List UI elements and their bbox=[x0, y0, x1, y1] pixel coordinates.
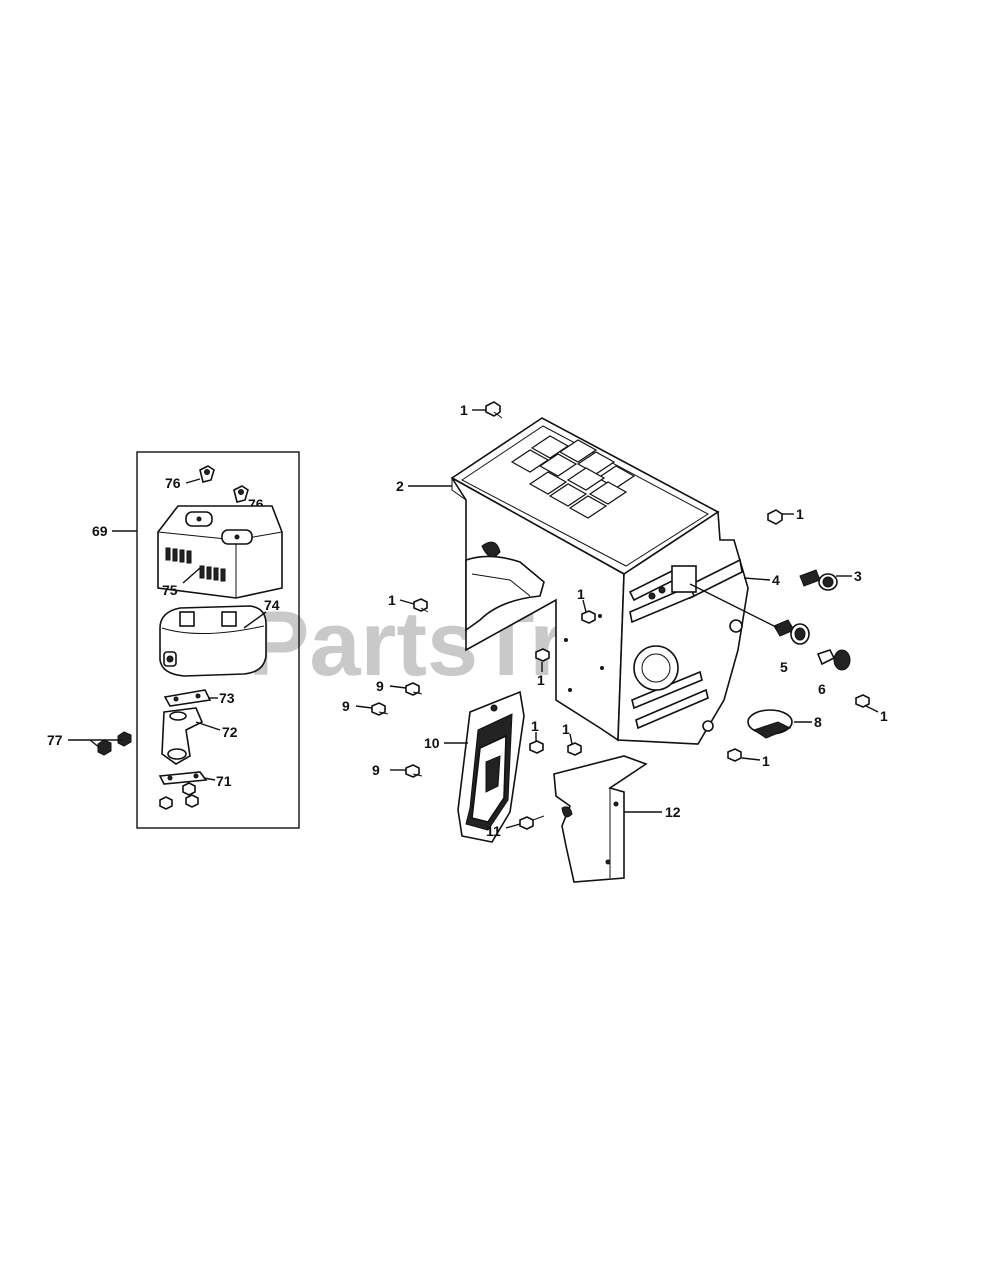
part-76-bolt-a[interactable] bbox=[199, 465, 215, 483]
inset-frame bbox=[136, 451, 300, 829]
leader-76a bbox=[185, 478, 201, 484]
callout-71[interactable]: 71 bbox=[216, 773, 232, 789]
part-1-screw-right[interactable] bbox=[767, 509, 783, 525]
leader-1-far-right bbox=[865, 705, 879, 713]
part-5-outlet[interactable] bbox=[773, 619, 810, 645]
callout-2[interactable]: 2 bbox=[396, 478, 404, 494]
part-3-switch[interactable] bbox=[799, 569, 838, 591]
part-72-exhaust-pipe[interactable] bbox=[161, 707, 204, 765]
callout-75[interactable]: 75 bbox=[162, 582, 178, 598]
part-1-screw-left[interactable] bbox=[413, 598, 429, 613]
leader-71 bbox=[203, 777, 216, 781]
part-73-gasket[interactable] bbox=[163, 689, 212, 707]
part-71-gasket[interactable] bbox=[158, 771, 208, 785]
leader-1-mid bbox=[582, 599, 587, 613]
part-75-muffler-cover[interactable] bbox=[157, 505, 283, 599]
leader-11 bbox=[505, 823, 521, 829]
callout-8[interactable]: 8 bbox=[814, 714, 822, 730]
callout-1-center[interactable]: 1 bbox=[537, 672, 545, 688]
part-77-nuts[interactable] bbox=[97, 731, 132, 756]
callout-76a[interactable]: 76 bbox=[165, 475, 181, 491]
leader-1-left bbox=[399, 599, 415, 605]
part-1-screw-center[interactable] bbox=[535, 648, 550, 662]
callout-1-right[interactable]: 1 bbox=[796, 506, 804, 522]
leader-1-low-b bbox=[569, 733, 573, 745]
callout-1-low-a[interactable]: 1 bbox=[531, 718, 539, 734]
callout-12[interactable]: 12 bbox=[665, 804, 681, 820]
part-9-screw-c[interactable] bbox=[405, 764, 423, 778]
callout-1-left[interactable]: 1 bbox=[388, 592, 396, 608]
part-9-screw-b[interactable] bbox=[371, 702, 389, 716]
part-1-screw-bottom-right[interactable] bbox=[727, 748, 742, 762]
leader-9b bbox=[355, 705, 373, 709]
part-74-muffler[interactable] bbox=[159, 605, 267, 677]
callout-74[interactable]: 74 bbox=[264, 597, 280, 613]
part-1-screw-low-b[interactable] bbox=[567, 742, 582, 756]
part-11-screw[interactable] bbox=[519, 815, 545, 830]
leader-74 bbox=[243, 611, 267, 629]
part-2-engine-housing[interactable] bbox=[450, 417, 749, 745]
part-6-knob[interactable] bbox=[816, 649, 851, 671]
leader-9a bbox=[389, 685, 407, 689]
leader-75 bbox=[182, 567, 201, 584]
leader-5-line bbox=[689, 583, 779, 629]
part-9-screw-a[interactable] bbox=[405, 682, 423, 696]
callout-73[interactable]: 73 bbox=[219, 690, 235, 706]
part-12-panel[interactable] bbox=[553, 755, 648, 883]
part-1-screw-low-a[interactable] bbox=[529, 740, 544, 754]
callout-10[interactable]: 10 bbox=[424, 735, 440, 751]
part-1-screw-top[interactable] bbox=[485, 401, 503, 419]
callout-5[interactable]: 5 bbox=[780, 659, 788, 675]
part-8-cap[interactable] bbox=[747, 709, 793, 739]
callout-72[interactable]: 72 bbox=[222, 724, 238, 740]
part-1-screw-far-right[interactable] bbox=[855, 694, 870, 708]
callout-3[interactable]: 3 bbox=[854, 568, 862, 584]
callout-1-top[interactable]: 1 bbox=[460, 402, 468, 418]
callout-77[interactable]: 77 bbox=[47, 732, 63, 748]
callout-9b[interactable]: 9 bbox=[342, 698, 350, 714]
leader-1-bottom-right bbox=[741, 757, 761, 761]
part-1-screw-mid[interactable] bbox=[581, 610, 596, 624]
muffler-assembly-inset: 76 76 75 69 bbox=[92, 451, 300, 829]
callout-1-mid[interactable]: 1 bbox=[577, 586, 585, 602]
leader-4 bbox=[743, 577, 771, 581]
callout-6[interactable]: 6 bbox=[818, 681, 826, 697]
callout-11[interactable]: 11 bbox=[486, 823, 501, 839]
callout-1-bottom-right[interactable]: 1 bbox=[762, 753, 770, 769]
callout-69[interactable]: 69 bbox=[92, 523, 108, 539]
leader-77 bbox=[68, 739, 122, 749]
leader-72 bbox=[195, 721, 221, 731]
exhaust-nuts[interactable] bbox=[159, 782, 199, 810]
part-76-bolt-b[interactable] bbox=[233, 485, 249, 503]
callout-1-far-right[interactable]: 1 bbox=[880, 708, 888, 724]
callout-4[interactable]: 4 bbox=[772, 572, 780, 588]
callout-1-low-b[interactable]: 1 bbox=[562, 721, 570, 737]
callout-9c[interactable]: 9 bbox=[372, 762, 380, 778]
part-10-bracket[interactable] bbox=[457, 690, 525, 843]
callout-9a[interactable]: 9 bbox=[376, 678, 384, 694]
